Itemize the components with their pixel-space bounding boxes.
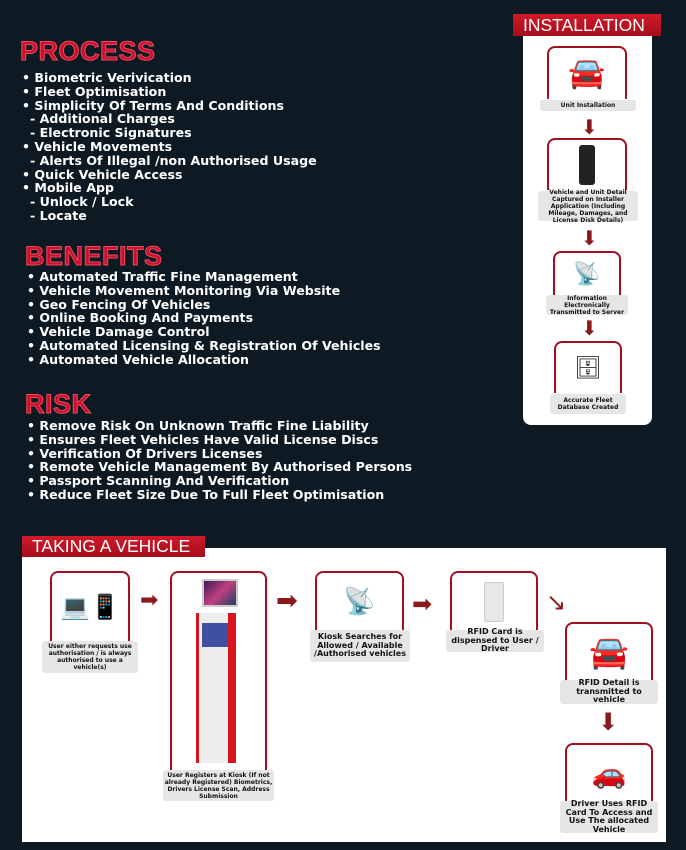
list-item: • Mobile App [22, 180, 114, 196]
list-item: • Vehicle Damage Control [27, 324, 210, 340]
car-icon: 🚘 [589, 633, 629, 671]
unit-installation-step: 🚘 [547, 46, 627, 99]
car-icon: 🚘 [568, 56, 606, 91]
step-label: RFID Card is dispensed to User / Driver [446, 628, 544, 653]
server-cloud-icon: 🗄 [574, 355, 602, 381]
driver-access-step: 🚗 [565, 743, 653, 801]
arrow-right-icon: ➡ [412, 590, 433, 618]
step-label: Accurate Fleet Database Created [550, 394, 626, 414]
list-item: • Remote Vehicle Management By Authorise… [27, 459, 413, 475]
step-label: Unit Installation [540, 100, 636, 111]
list-item: • Automated Vehicle Allocation [27, 351, 249, 367]
list-item: • Reduce Fleet Size Due To Full Fleet Op… [27, 486, 385, 502]
list-item: • Ensures Fleet Vehicles Have Valid Lice… [27, 431, 379, 447]
list-item: • Fleet Optimisation [22, 83, 167, 99]
list-item: • Online Booking And Payments [27, 310, 254, 326]
list-item: • Remove Risk On Unknown Traffic Fine Li… [27, 418, 369, 433]
process-list: • Biometric Verivication• Fleet Optimisa… [22, 71, 317, 223]
installation-header: INSTALLATION [513, 14, 661, 36]
list-item: - Alerts Of Illegal /non Authorised Usag… [30, 152, 317, 168]
arrow-right-icon: ➡ [140, 588, 159, 613]
installer-app-step [547, 138, 627, 190]
laptop-phone-icon: 💻📱 [60, 593, 120, 621]
arrow-down-icon: ⬇ [581, 316, 598, 340]
rfid-dispense-step [450, 571, 538, 630]
arrow-right-icon: ➡ [276, 586, 298, 616]
step-label: User either requests use authorisation /… [42, 641, 138, 673]
arrow-down-icon: ⬇ [581, 115, 598, 139]
transmit-step: 📡 [553, 251, 621, 295]
database-step: 🗄 [554, 341, 622, 393]
list-item: - Unlock / Lock [30, 194, 134, 210]
antenna-icon: 📡 [343, 586, 376, 617]
rfid-card-icon [484, 581, 504, 622]
list-item: • Passport Scanning And Verification [27, 473, 290, 489]
list-item: - Additional Charges [30, 111, 175, 127]
list-item: • Quick Vehicle Access [22, 166, 183, 182]
rfid-transmit-step: 🚘 [565, 622, 653, 680]
list-item: - Locate [30, 207, 87, 223]
step-label: Driver Uses RFID Card To Access and Use … [560, 799, 658, 833]
kiosk-search-step: 📡 [315, 571, 404, 630]
list-item: • Vehicle Movement Monitoring Via Websit… [27, 282, 341, 298]
step-label: User Registers at Kiosk (If not already … [163, 770, 274, 801]
arrow-down-icon: ⬇ [598, 708, 619, 736]
phone-icon [579, 145, 595, 185]
installation-panel [523, 18, 652, 425]
step-label: Vehicle and Unit Detail Captured on Inst… [538, 189, 638, 224]
benefits-heading: BENEFITS [25, 241, 163, 272]
kiosk-image [195, 579, 242, 764]
kiosk-step [170, 571, 267, 770]
arrow-down-icon: ⬇ [581, 226, 598, 250]
step-label: Information Electronically Transmitted t… [546, 295, 628, 316]
benefits-list: • Automated Traffic Fine Management• Veh… [27, 270, 381, 367]
antenna-icon: 📡 [573, 261, 601, 287]
list-item: • Automated Licensing & Registration Of … [27, 337, 381, 353]
step-label: Kiosk Searches for Allowed / Available /… [310, 630, 410, 662]
process-heading: PROCESS [20, 36, 156, 67]
risk-list: • Remove Risk On Unknown Traffic Fine Li… [27, 419, 412, 502]
risk-heading: RISK [25, 389, 92, 420]
list-item: • Automated Traffic Fine Management [27, 269, 298, 284]
list-item: • Biometric Verivication [22, 70, 192, 85]
list-item: • Geo Fencing Of Vehicles [27, 296, 211, 312]
step-label: RFID Detail is transmitted to vehicle [560, 679, 658, 704]
arrow-diagonal-icon: ↘ [546, 588, 567, 616]
list-item: • Verification Of Drivers Licenses [27, 445, 263, 461]
list-item: • Simplicity Of Terms And Conditions [22, 97, 284, 113]
list-item: • Vehicle Movements [22, 138, 173, 154]
taking-vehicle-header: TAKING A VEHICLE [22, 536, 205, 557]
list-item: - Electronic Signatures [30, 125, 192, 141]
driver-car-icon: 🚗 [591, 756, 627, 790]
request-step: 💻📱 [50, 571, 130, 641]
